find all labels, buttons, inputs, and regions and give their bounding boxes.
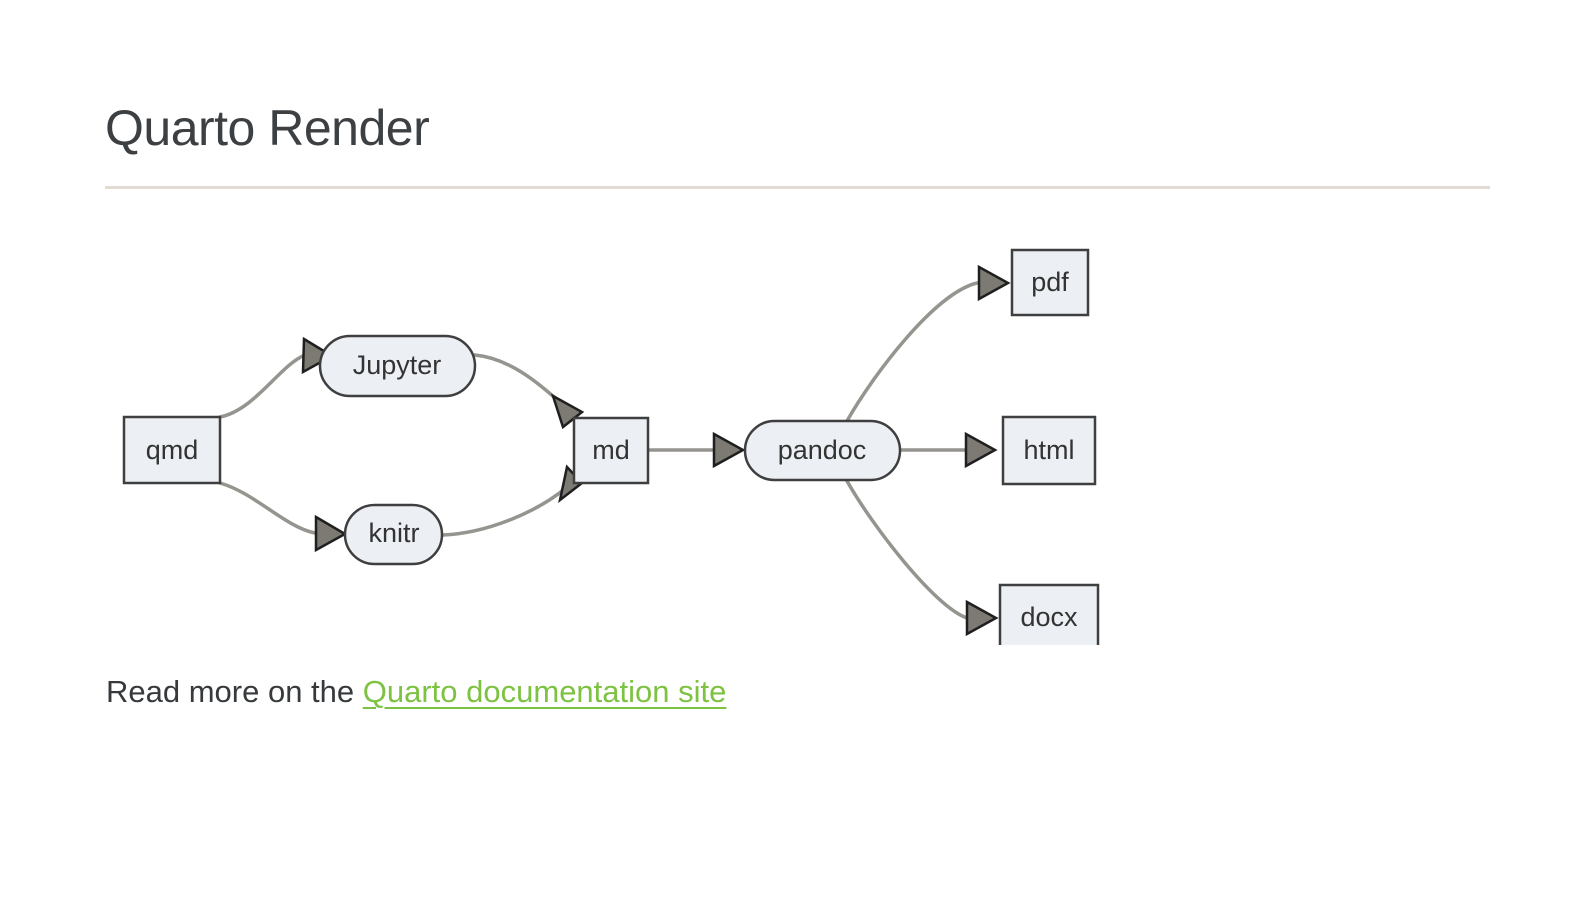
node-knitr-label: knitr xyxy=(368,518,419,548)
node-knitr[interactable]: knitr xyxy=(343,503,444,566)
edge-qmd-to-knitr xyxy=(218,481,317,535)
node-pandoc[interactable]: pandoc xyxy=(743,419,902,482)
arrowhead-jupyter-to-md xyxy=(550,393,585,430)
node-jupyter-label: Jupyter xyxy=(353,350,442,380)
edge-pandoc-to-pdf xyxy=(845,281,979,423)
node-qmd-label: qmd xyxy=(146,435,199,465)
read-more-text: Read more on the xyxy=(106,674,363,709)
quarto-render-flowchart: qmd Jupyter knitr md xyxy=(105,215,1165,645)
arrowhead-qmd-to-knitr xyxy=(314,514,348,553)
edge-knitr-to-md xyxy=(441,485,569,537)
arrowhead-md-to-pandoc xyxy=(712,431,746,469)
node-md-shape xyxy=(572,416,650,485)
arrowhead-qmd-to-jupyter xyxy=(301,336,335,375)
read-more-paragraph: Read more on the Quarto documentation si… xyxy=(106,672,726,712)
edge-pandoc-to-docx xyxy=(845,479,969,620)
title-divider xyxy=(105,186,1490,189)
node-knitr-shape xyxy=(343,503,444,566)
node-md-label: md xyxy=(592,435,630,465)
edge-qmd-to-jupyter xyxy=(218,353,307,419)
arrowhead-pandoc-to-docx xyxy=(965,599,999,637)
node-docx-shape xyxy=(998,583,1100,645)
node-html[interactable]: html xyxy=(1001,415,1097,486)
node-pdf-label: pdf xyxy=(1031,267,1069,297)
node-docx-label: docx xyxy=(1020,602,1078,632)
flowchart-nodes: qmd Jupyter knitr md xyxy=(122,248,1100,645)
node-pandoc-shape xyxy=(743,419,902,482)
node-qmd-shape xyxy=(122,415,222,485)
arrowhead-pandoc-to-pdf xyxy=(977,264,1011,302)
quarto-documentation-link[interactable]: Quarto documentation site xyxy=(362,674,727,709)
node-html-shape xyxy=(1001,415,1097,486)
node-docx[interactable]: docx xyxy=(998,583,1100,645)
node-qmd[interactable]: qmd xyxy=(122,415,222,485)
node-pdf-shape xyxy=(1010,248,1090,317)
node-md[interactable]: md xyxy=(572,416,650,485)
page-title: Quarto Render xyxy=(105,100,430,156)
flowchart-svg: qmd Jupyter knitr md xyxy=(122,248,1100,645)
node-jupyter[interactable]: Jupyter xyxy=(318,334,477,398)
node-pandoc-label: pandoc xyxy=(778,435,867,465)
node-pdf[interactable]: pdf xyxy=(1010,248,1090,317)
node-html-label: html xyxy=(1023,435,1074,465)
arrowhead-pandoc-to-html xyxy=(964,431,998,469)
node-jupyter-shape xyxy=(318,334,477,398)
